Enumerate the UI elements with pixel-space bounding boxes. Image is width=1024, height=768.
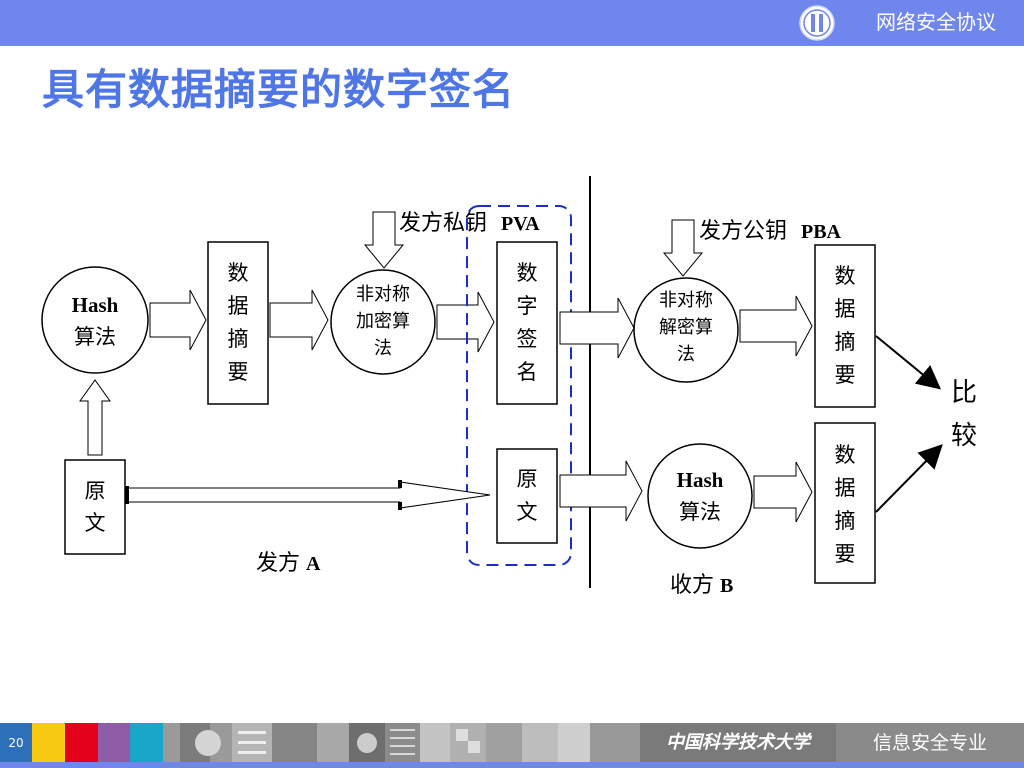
arrow-digest1-to-compare [875,335,942,390]
signature-char4: 名 [517,360,538,384]
original-b-char1: 原 [517,467,538,491]
public-key-label: 发方公钥 [699,219,787,244]
digest-b2-char2: 据 [835,476,856,500]
arrow-digest2-to-compare [875,444,943,513]
digest-a-char1: 数 [228,261,249,285]
data-digest-a: 数 据 摘 要 [207,241,269,405]
private-key-id: PVA [501,213,540,235]
hash-b-line2: 算法 [679,500,721,524]
original-a-char2: 文 [85,511,106,535]
arrow-digest-to-encrypt [269,289,329,351]
sender-id: A [306,553,321,575]
data-digest-b2: 数 据 摘 要 [814,422,876,584]
receiver-id: B [720,575,733,597]
digest-a-char2: 据 [228,294,249,318]
signature-char3: 签 [517,327,538,351]
decrypt-line3: 法 [677,344,695,365]
original-a-char1: 原 [85,479,106,503]
arrow-signature-to-decrypt [559,297,635,359]
hash-a-line2: 算法 [74,325,116,349]
digital-signature: 数 字 签 名 [496,241,558,405]
original-text-a: 原 文 [64,459,126,555]
digest-a-char3: 摘 [228,327,249,351]
digest-b1-char1: 数 [835,264,856,288]
arrow-original-transmit [127,481,491,509]
arrow-private-key-down [363,211,405,269]
digest-b1-char4: 要 [835,363,856,387]
sender-label: 发方 [256,551,300,576]
digest-b2-char3: 摘 [835,509,856,533]
slide-title: 具有数据摘要的数字签名 [42,65,516,114]
encrypt-line1: 非对称 [356,284,410,305]
data-digest-b1: 数 据 摘 要 [814,244,876,408]
footer-accent-line [0,762,1024,768]
digest-b2-char4: 要 [835,542,856,566]
receiver-label: 收方 [670,573,714,598]
arrow-hash-to-digest-b [753,461,813,523]
public-key-id: PBA [801,221,842,243]
arrow-public-key-down [662,219,704,277]
hash-a-line1: Hash [72,293,119,317]
private-key-label: 发方私钥 [399,211,487,236]
arrow-decrypt-to-digest [739,295,813,357]
decrypt-line2: 解密算 [659,317,713,338]
asymmetric-encryption: 非对称 加密算 法 [330,269,436,375]
arrow-encrypt-to-signature [436,291,495,353]
department-name: 信息安全专业 [872,732,987,754]
digest-b1-char3: 摘 [835,330,856,354]
asymmetric-decryption: 非对称 解密算 法 [633,277,739,383]
decrypt-line1: 非对称 [659,290,713,311]
encrypt-line3: 法 [374,338,392,359]
arrow-hash-to-digest [149,289,207,351]
signature-char1: 数 [517,261,538,285]
digest-b1-char2: 据 [835,297,856,321]
arrow-original-to-hash [79,379,111,456]
arrow-original-to-hash-b [559,460,643,522]
digest-b2-char1: 数 [835,443,856,467]
hash-algorithm-a: Hash 算法 [41,266,149,374]
footer-decoration [0,723,1024,763]
encrypt-line2: 加密算 [356,311,410,332]
hash-b-line1: Hash [677,468,724,492]
university-name: 中国科学技术大学 [666,732,810,753]
university-logo-icon [799,5,835,41]
original-text-b: 原 文 [496,448,558,544]
header-bar [0,0,1024,46]
original-b-char2: 文 [517,500,538,524]
signature-char2: 字 [517,294,538,318]
hash-algorithm-b: Hash 算法 [647,443,753,549]
course-title: 网络安全协议 [876,10,996,34]
compare-char2: 较 [951,421,977,451]
compare-char1: 比 [951,378,977,408]
digest-a-char4: 要 [228,360,249,384]
transmitted-package-box [466,205,572,566]
page-number: 20 [0,723,32,763]
